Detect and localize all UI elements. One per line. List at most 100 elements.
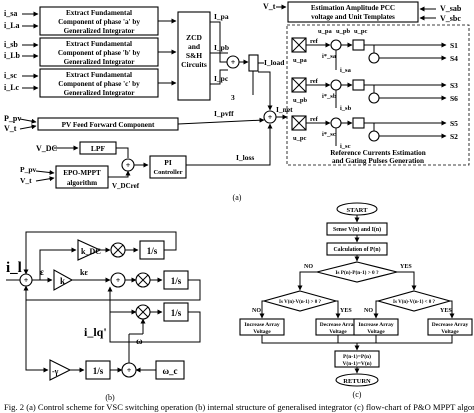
flow-yes-3: YES (440, 308, 452, 314)
extract-b-line1: Extract Fundamental (66, 40, 132, 48)
mppt-label-1: EPO-MPPT (63, 169, 101, 177)
estimation-block (287, 1, 419, 23)
pi-controller-block (149, 155, 187, 179)
vsab-label: V_sab (440, 4, 462, 13)
phase-b-gating-row: u_pb ref i*_sb S3 S6 i_sb (291, 77, 458, 112)
reference-caption-2: and Gating Pulses Generation (332, 157, 424, 165)
integrator-2-label: 1/s (171, 276, 182, 286)
flow-increase-1-a: Increase Array (244, 322, 279, 328)
switch-s2: S2 (450, 132, 458, 141)
flow-calc-label: Calculation of P(n) (333, 246, 380, 253)
isb-label: i_sb (4, 40, 18, 49)
extract-a-inputs: i_sa i_La (4, 9, 39, 30)
pi-label-2: Controller (153, 169, 182, 176)
flow-decision-power (316, 261, 398, 283)
ref-c: ref (310, 116, 319, 123)
svg-text:+: + (231, 58, 236, 67)
flow-decision-v-left-label: Is V(n)-V(n-1) > 0 ? (279, 300, 321, 305)
vdcref-label: V_DCref (112, 182, 140, 190)
switch-s6: S6 (450, 94, 458, 103)
extract-c-line1: Extract Fundamental (66, 71, 132, 79)
flow-no-1: NO (304, 264, 313, 270)
extract-a-line3: Generalized Integrator (64, 27, 136, 35)
il-label: i_l (6, 260, 22, 276)
ipa-label: I_pa (214, 12, 229, 21)
svg-text:+: + (116, 276, 121, 285)
pv-feedforward-label: PV Feed Forward Component (62, 121, 155, 129)
panel-c: START Sense V(n) and I(n) Calculation of… (239, 202, 473, 399)
pi-label-1: PI (164, 158, 172, 167)
comparator-c (352, 117, 365, 129)
flow-yes-2: YES (340, 308, 352, 314)
ref-a: ref (310, 38, 319, 45)
zcd-line3: S&H (186, 51, 202, 60)
flow-decrease-1-a: Decrease Array (320, 322, 357, 328)
integrator-4-label: 1/s (93, 366, 104, 376)
reference-caption-1: Reference Currents Estimation (330, 149, 426, 157)
ke-label: kε (80, 268, 88, 277)
estimation-line1: Estimation Amplitude PCC (311, 4, 395, 12)
lpf-label: LPF (91, 144, 106, 153)
flow-increase-2-b: Voltage (367, 329, 385, 335)
isa-label: i_sa (4, 9, 17, 18)
isc-feedback: i_sc (340, 143, 351, 150)
ppv-label-2: P_pv (20, 165, 37, 174)
flow-yes-1: YES (400, 264, 412, 270)
panel-a-label: (a) (233, 193, 242, 202)
upa-top: u_pa (318, 28, 332, 35)
flow-return-label: RETURN (343, 378, 371, 385)
ref-b: ref (310, 78, 319, 85)
flow-no-3: NO (364, 308, 373, 314)
three-label: 3 (231, 93, 235, 102)
gain-kdc-block (77, 239, 102, 261)
vdc-label: V_DC (36, 144, 58, 153)
ilb-label: i_Lb (4, 51, 21, 60)
reference-region-border (286, 24, 470, 166)
isa-feedback: i_sa (340, 67, 352, 74)
comparator-b (352, 79, 365, 91)
extract-c-line2: Component of phase 'c' by (58, 80, 140, 88)
extract-a-line1: Extract Fundamental (66, 9, 132, 17)
panel-b: i_l + ε k kε k_DC 1/s + 1/s 1/s (6, 231, 201, 402)
flow-decision-power-label: Is P(n)-P(n-1) > 0 ? (335, 269, 379, 276)
ilc-label: i_Lc (4, 83, 20, 92)
mppt-label-2: algorithm (67, 179, 97, 187)
switch-s3: S3 (450, 81, 458, 90)
ila-label: i_La (4, 21, 20, 30)
iload-label: I_load (264, 58, 285, 67)
ipb-label: I_pb (214, 43, 229, 52)
zcd-line2: and (188, 42, 201, 51)
zcd-line4: Circuits (181, 60, 207, 69)
phase-c-gating-row: u_pc ref i*_sc S5 S2 i_sc (291, 115, 458, 150)
switch-s4: S4 (450, 54, 458, 63)
estimation-line2: voltage and Unit Templates (311, 13, 395, 21)
ipc-label: I_pc (214, 74, 229, 83)
isa-ref: i*_sa (322, 53, 337, 60)
k-label: k (60, 276, 65, 286)
ppv-label: P_pv (4, 114, 21, 123)
svg-text:+: + (126, 161, 131, 170)
flow-start-label: START (347, 207, 369, 214)
svg-text:+: + (24, 276, 29, 285)
extract-b-inputs: i_sb i_Lb (4, 40, 39, 60)
vt-label-left: V_t (4, 124, 17, 133)
flow-decrease-2-b: Voltage (441, 329, 459, 335)
figure-caption: Fig. 2 (a) Control scheme for VSC switch… (4, 402, 474, 412)
zcd-sh-block (177, 11, 211, 101)
flow-decrease-2 (427, 318, 473, 336)
upb-row: u_pb (293, 97, 307, 104)
flow-decision-v-right-label: Is V(n)-V(n-1) < 0 ? (393, 300, 435, 305)
integrator-1-label: 1/s (147, 246, 158, 256)
flow-decision-v-right (375, 290, 453, 312)
integrator-3-label: 1/s (171, 308, 182, 318)
svg-text:+: + (268, 113, 273, 122)
extract-a-line2: Component of phase 'a' by (58, 18, 140, 26)
extract-b-line3: Generalized Integrator (64, 58, 136, 66)
flow-decrease-2-a: Decrease Array (432, 322, 469, 328)
flow-decrease-1-b: Voltage (329, 329, 347, 335)
isb-feedback: i_sb (340, 105, 352, 112)
gamma-label: -γ (52, 367, 59, 376)
flow-update-b: V(n-1)=V(n) (342, 360, 371, 367)
flow-no-2: NO (252, 308, 261, 314)
